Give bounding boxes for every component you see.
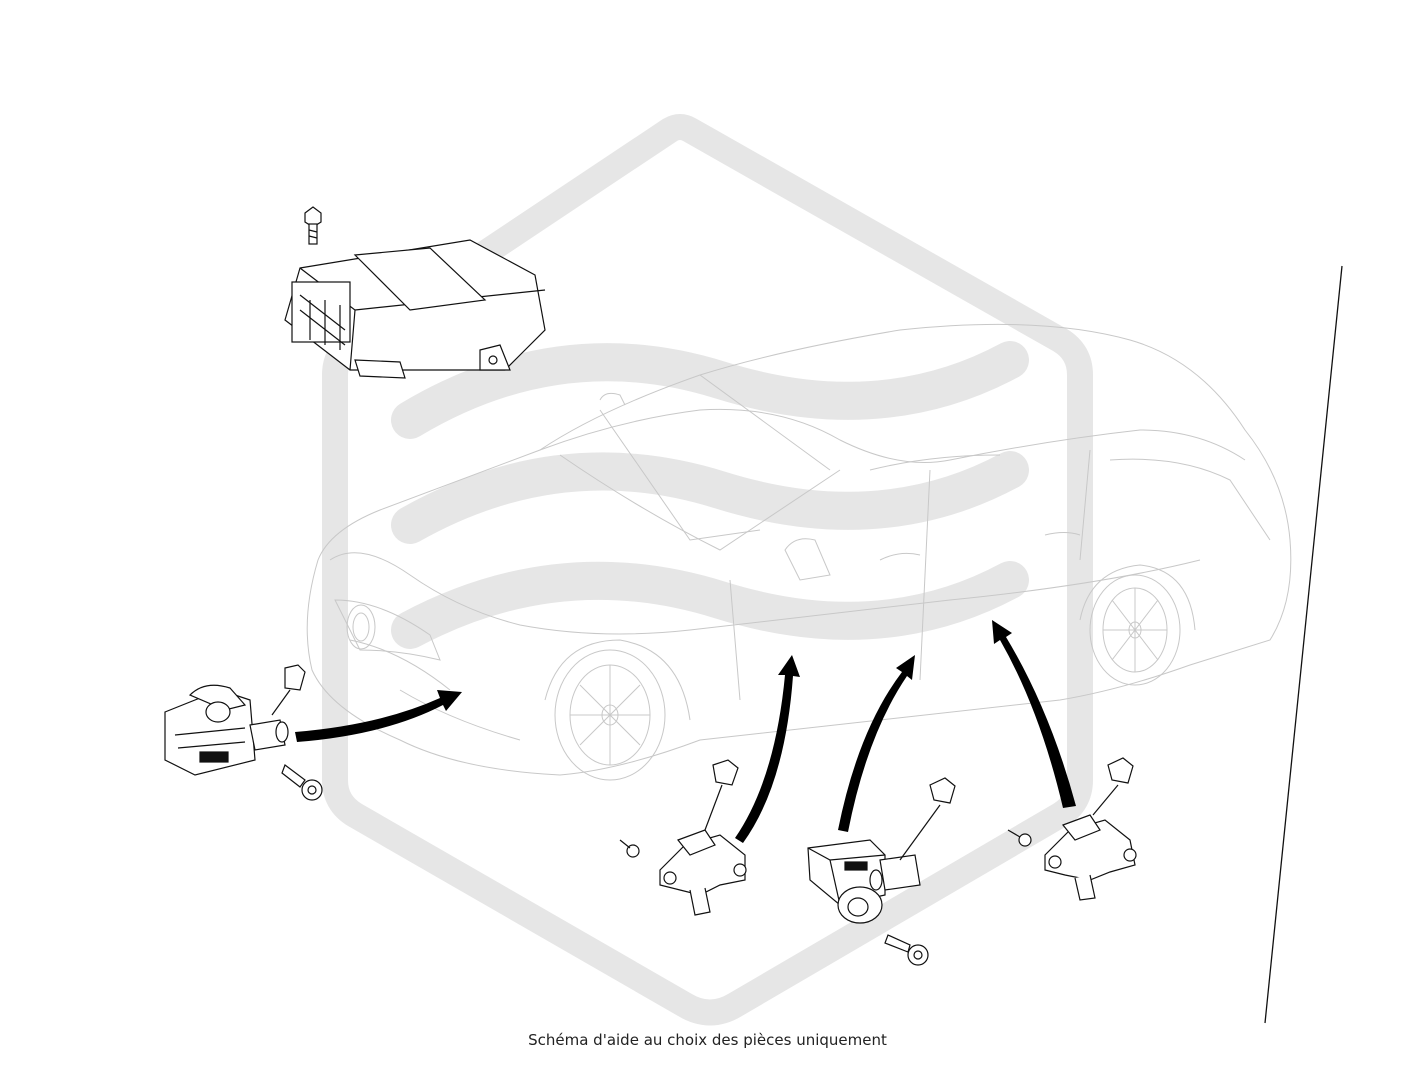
side-sensor-1-bolt: [619, 839, 640, 858]
ecu-bolt: [304, 206, 322, 245]
front-sensor-bolt: [281, 764, 323, 801]
side-impact-sensor-2: [807, 839, 921, 924]
front-impact-sensor: [164, 684, 289, 776]
side-sensor-2-clip: [899, 777, 956, 861]
side-sensor-2-bolt: [884, 934, 929, 966]
side-impact-sensor-3: [1044, 814, 1137, 901]
side-sensor-3-clip: [1092, 757, 1134, 816]
airbag-control-unit: [284, 239, 546, 379]
arrow-front-sensor: [295, 690, 462, 742]
diagram-caption: Schéma d'aide au choix des pièces unique…: [528, 1031, 887, 1049]
front-sensor-clip: [271, 664, 306, 716]
arrows: [295, 620, 1076, 843]
frame-line: [1264, 265, 1343, 1024]
arrow-side-sensor-2: [838, 655, 915, 832]
side-sensor-1-clip: [704, 759, 739, 831]
car-outline: [306, 323, 1292, 781]
arrow-side-sensor-1: [735, 655, 800, 843]
side-impact-sensor-1: [659, 829, 747, 916]
arrow-side-sensor-3: [992, 620, 1076, 808]
side-sensor-3-bolt: [1007, 829, 1032, 847]
